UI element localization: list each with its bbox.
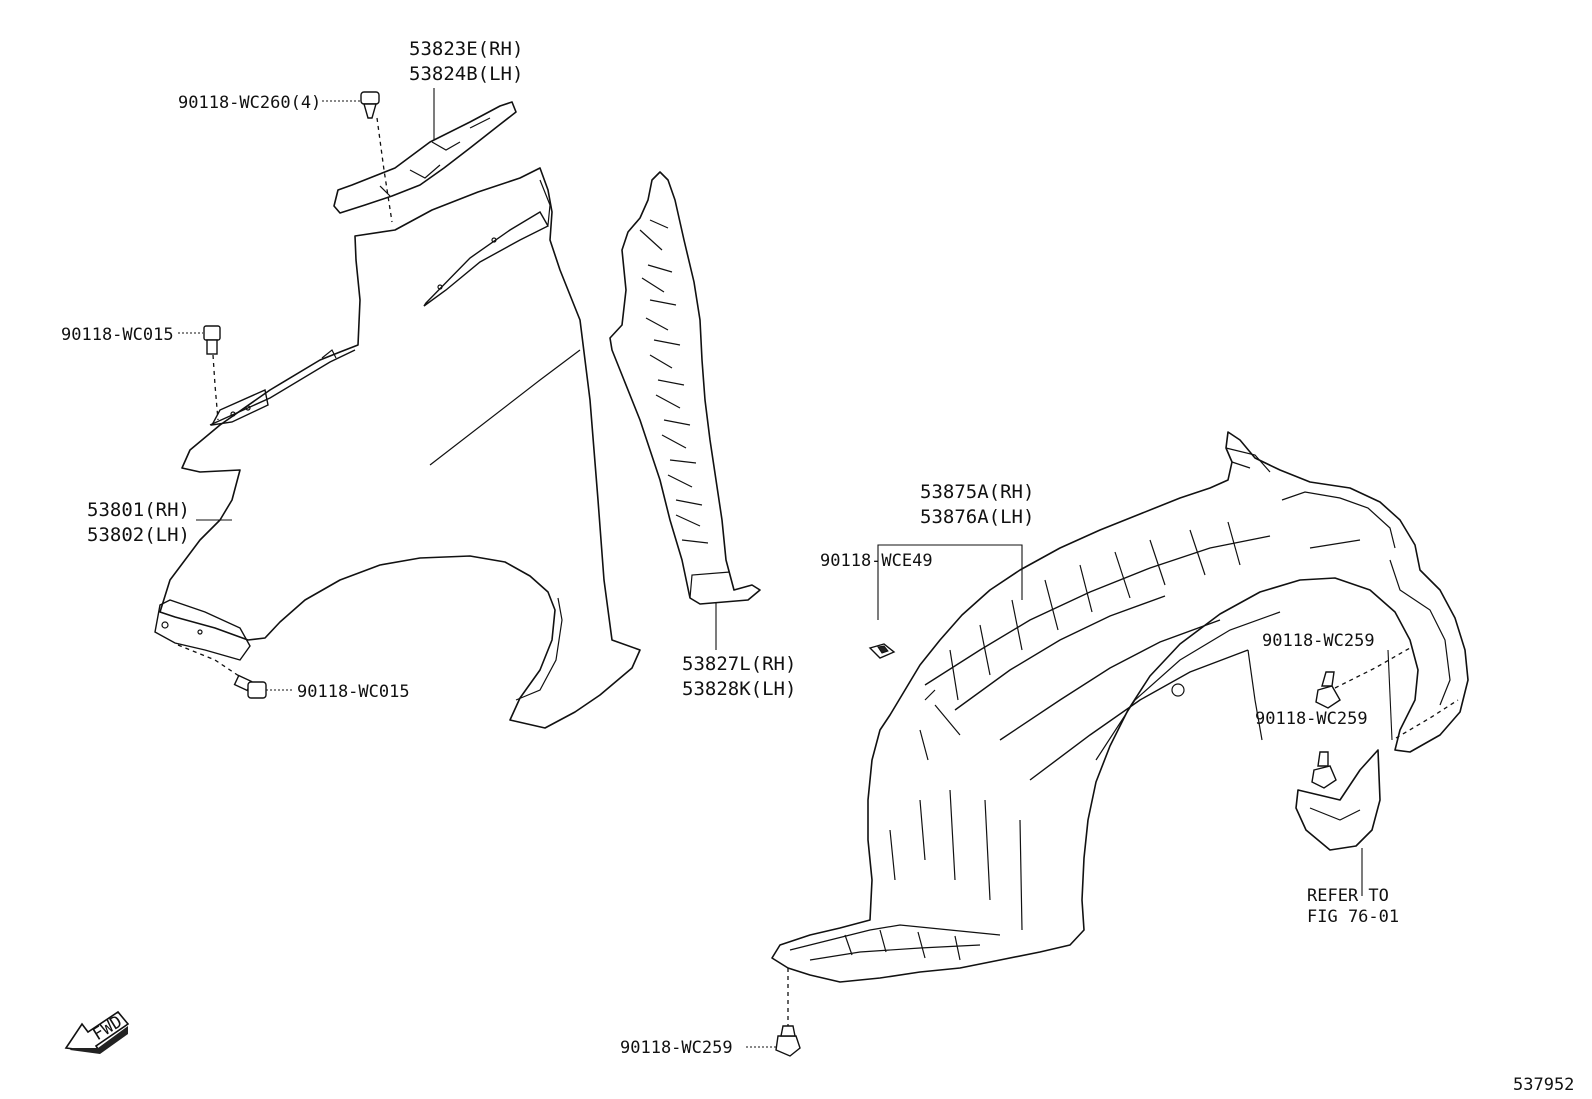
label-clip-liner-2: 90118-WC259	[1255, 709, 1368, 729]
clip-liner-1-guide	[1334, 647, 1411, 689]
bolt-fender-bottom-icon[interactable]	[233, 674, 267, 699]
label-wheel-liner-lh: 53876A(LH)	[920, 506, 1034, 528]
label-clip-liner-bottom: 90118-WC259	[620, 1038, 733, 1058]
label-bolt-fender-top: 90118-WC015	[61, 325, 174, 345]
clip-liner-2-icon[interactable]	[1311, 751, 1337, 789]
label-upper-protector-rh: 53823E(RH)	[409, 38, 523, 60]
label-clip-liner-1: 90118-WC259	[1262, 631, 1375, 651]
label-bolt-fender-bottom: 90118-WC015	[297, 682, 410, 702]
label-wheel-liner-rh: 53875A(RH)	[920, 481, 1034, 503]
label-fender-lh: 53802(LH)	[87, 524, 190, 546]
clip-upper-guide	[376, 117, 393, 223]
bolt-fender-top-icon[interactable]	[203, 325, 221, 355]
fender-upper-protector-part[interactable]	[333, 101, 517, 214]
clip-liner-bottom-icon[interactable]	[775, 1025, 801, 1057]
label-refer-line1: REFER TO	[1307, 886, 1389, 906]
fwd-arrow-icon	[64, 1010, 130, 1054]
label-upper-protector-lh: 53824B(LH)	[409, 63, 523, 85]
label-clip-upper: 90118-WC260(4)	[178, 93, 321, 113]
label-fender-rh: 53801(RH)	[87, 499, 190, 521]
label-fender-seal-rh: 53827L(RH)	[682, 653, 796, 675]
bolt-top-guide	[212, 354, 219, 421]
clip-liner-1-icon[interactable]	[1315, 671, 1341, 709]
clip-upper-icon[interactable]	[360, 91, 380, 119]
clip-liner-2-link	[1387, 649, 1393, 741]
diagram-id: 537952	[1513, 1075, 1574, 1095]
wheel-liner-part[interactable]	[771, 431, 1469, 983]
label-fender-seal-lh: 53828K(LH)	[682, 678, 796, 700]
label-refer-line2: FIG 76-01	[1307, 907, 1399, 927]
nut-liner-icon[interactable]	[868, 643, 896, 659]
bolt-bottom-guide	[177, 644, 243, 679]
wheel-liner-leader	[877, 544, 1023, 620]
mudflap-part[interactable]	[1295, 749, 1381, 851]
fender-seal-part[interactable]	[609, 171, 761, 605]
label-nut-liner: 90118-WCE49	[820, 551, 933, 571]
front-fender-part[interactable]	[154, 167, 641, 729]
